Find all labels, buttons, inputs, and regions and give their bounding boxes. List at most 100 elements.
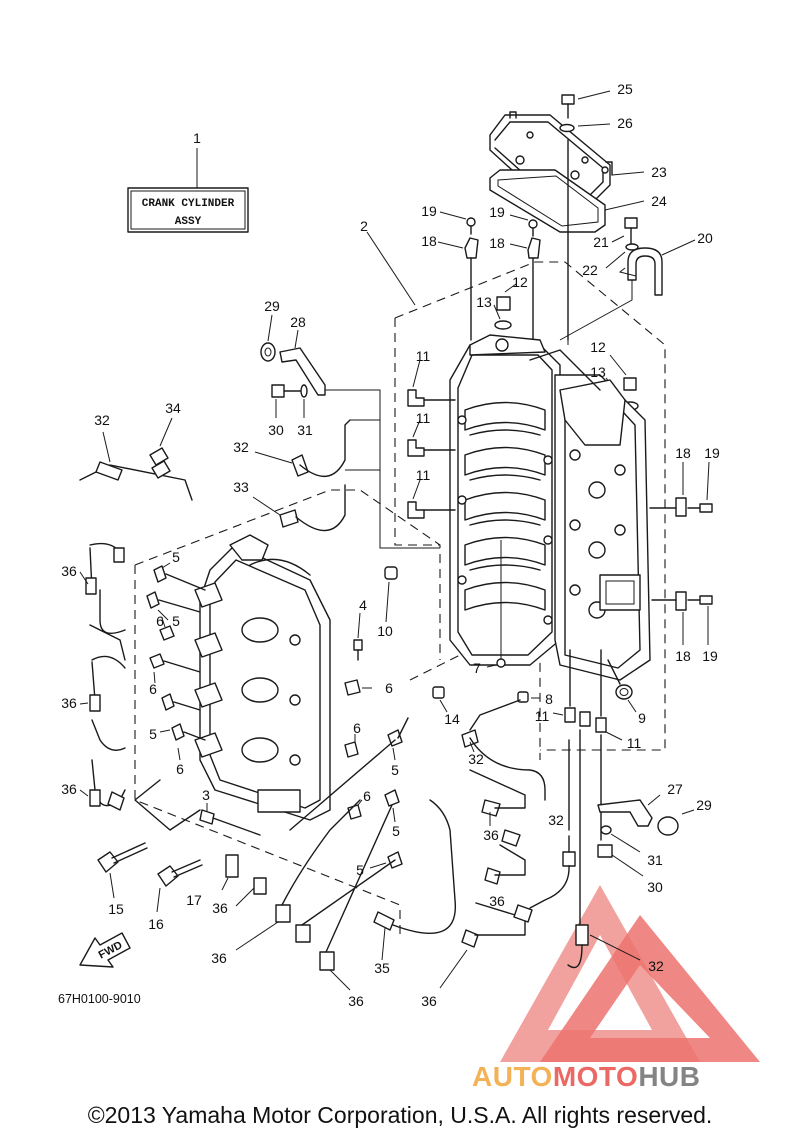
bolt-21 xyxy=(611,217,638,245)
callout-32-d: 32 xyxy=(548,812,564,828)
fitting-5-c xyxy=(161,693,201,711)
callout-36-g: 36 xyxy=(421,993,437,1009)
callout-18-d: 18 xyxy=(675,648,691,664)
hose-33 xyxy=(252,469,380,532)
screw-19-mid xyxy=(509,214,538,237)
callout-11-b: 11 xyxy=(416,410,431,426)
callout-18-a: 18 xyxy=(421,233,437,249)
callout-6-f: 6 xyxy=(363,788,371,804)
callout-11-a: 11 xyxy=(416,348,431,364)
callout-36-e: 36 xyxy=(211,950,227,966)
callout-31-right: 31 xyxy=(647,852,663,868)
callout-11-c: 11 xyxy=(416,467,431,483)
fitting-5-a xyxy=(153,562,206,591)
washer-13-top xyxy=(493,304,512,330)
automotohub-brand-text: AUTOMOTOHUB xyxy=(472,1061,700,1092)
callout-26: 26 xyxy=(617,115,633,131)
callout-13-top: 13 xyxy=(476,294,492,310)
callout-5-a: 5 xyxy=(172,549,180,565)
callout-32-a: 32 xyxy=(94,412,110,428)
assembly-label-line-1: CRANK CYLINDER xyxy=(142,198,235,210)
callout-25: 25 xyxy=(617,81,633,97)
part-code: 67H0100-9010 xyxy=(58,992,141,1006)
bolt-15 xyxy=(97,842,148,899)
clip-18-left xyxy=(437,237,479,341)
nipple-6-b xyxy=(159,617,175,641)
assembly-outline-2 xyxy=(366,231,666,751)
fitting-5-f xyxy=(384,789,400,823)
fitting-5-d xyxy=(159,723,206,741)
callout-36-d: 36 xyxy=(212,900,228,916)
callout-30-right: 30 xyxy=(647,879,663,895)
dowel-14 xyxy=(432,686,448,713)
fitting-11-d xyxy=(552,649,591,727)
callout-5-c: 5 xyxy=(149,726,157,742)
callout-8: 8 xyxy=(545,691,553,707)
hose-36-left-group xyxy=(79,542,126,811)
callout-11-e: 11 xyxy=(627,735,642,751)
callout-29-right: 29 xyxy=(696,797,712,813)
fitting-5-b xyxy=(146,591,201,621)
nipple-6-d xyxy=(344,679,372,696)
callout-21: 21 xyxy=(593,234,609,250)
callout-16: 16 xyxy=(148,916,164,932)
cylinder-head-gasket xyxy=(489,169,606,233)
callout-1: 1 xyxy=(193,130,201,146)
stud-17 xyxy=(221,854,239,891)
fitting-11-e xyxy=(595,649,623,741)
callout-24: 24 xyxy=(651,193,667,209)
assembly-label-line-2: ASSY xyxy=(175,216,202,228)
callout-36-i: 36 xyxy=(489,893,505,909)
callout-17: 17 xyxy=(186,892,202,908)
callout-5-e: 5 xyxy=(392,823,400,839)
bracket-28 xyxy=(279,329,440,549)
assembly-outline-lower xyxy=(409,649,541,760)
callout-19-b: 19 xyxy=(489,204,505,220)
callout-5-d: 5 xyxy=(391,762,399,778)
bolt-3 xyxy=(199,803,261,836)
callout-6-b: 6 xyxy=(149,681,157,697)
fitting-5-e xyxy=(387,717,409,761)
callout-2: 2 xyxy=(360,218,368,234)
callout-32-b: 32 xyxy=(233,439,249,455)
bracket-27 xyxy=(597,794,661,827)
clip-18-right-upper xyxy=(649,462,687,517)
clip-18-right-lower xyxy=(651,591,687,645)
brand-text: AUTOMOTOHUB xyxy=(472,1061,700,1092)
washer-31-right xyxy=(600,825,641,853)
copyright-notice: ©2013 Yamaha Motor Corporation, U.S.A. A… xyxy=(87,1102,713,1128)
grommet-9 xyxy=(607,659,637,713)
washer-31-left xyxy=(300,384,308,418)
screw-19-right-lower xyxy=(687,595,713,645)
callout-30-left: 30 xyxy=(268,422,284,438)
fitting-11-c xyxy=(407,479,456,519)
nipple-6-e xyxy=(344,734,359,758)
callout-5-b: 5 xyxy=(172,613,180,629)
callout-35: 35 xyxy=(374,960,390,976)
callout-29-left: 29 xyxy=(264,298,280,314)
clamp-34 xyxy=(149,417,173,479)
callout-6-a: 6 xyxy=(156,613,164,629)
callout-11-d: 11 xyxy=(535,708,550,724)
callout-9: 9 xyxy=(638,710,646,726)
callout-12-right: 12 xyxy=(590,339,606,355)
washer-26 xyxy=(559,123,611,133)
callout-18-c: 18 xyxy=(675,445,691,461)
callout-32-e: 32 xyxy=(648,958,664,974)
hose-32-a xyxy=(79,431,193,501)
assembly-label-box: CRANK CYLINDER ASSY xyxy=(127,148,249,233)
callout-34: 34 xyxy=(165,400,181,416)
callout-3: 3 xyxy=(202,787,210,803)
callout-13-right: 13 xyxy=(590,364,606,380)
assembly-outline-left xyxy=(134,489,441,940)
screw-19-right-upper xyxy=(687,461,713,513)
bolt-16 xyxy=(156,859,203,913)
fitting-11-a xyxy=(407,359,456,407)
callout-7: 7 xyxy=(473,660,481,676)
nipple-6-c xyxy=(177,747,181,761)
callout-36-a: 36 xyxy=(61,563,77,579)
plug-12-top xyxy=(496,283,517,311)
callout-10: 10 xyxy=(377,623,393,639)
callout-36-h: 36 xyxy=(483,827,499,843)
